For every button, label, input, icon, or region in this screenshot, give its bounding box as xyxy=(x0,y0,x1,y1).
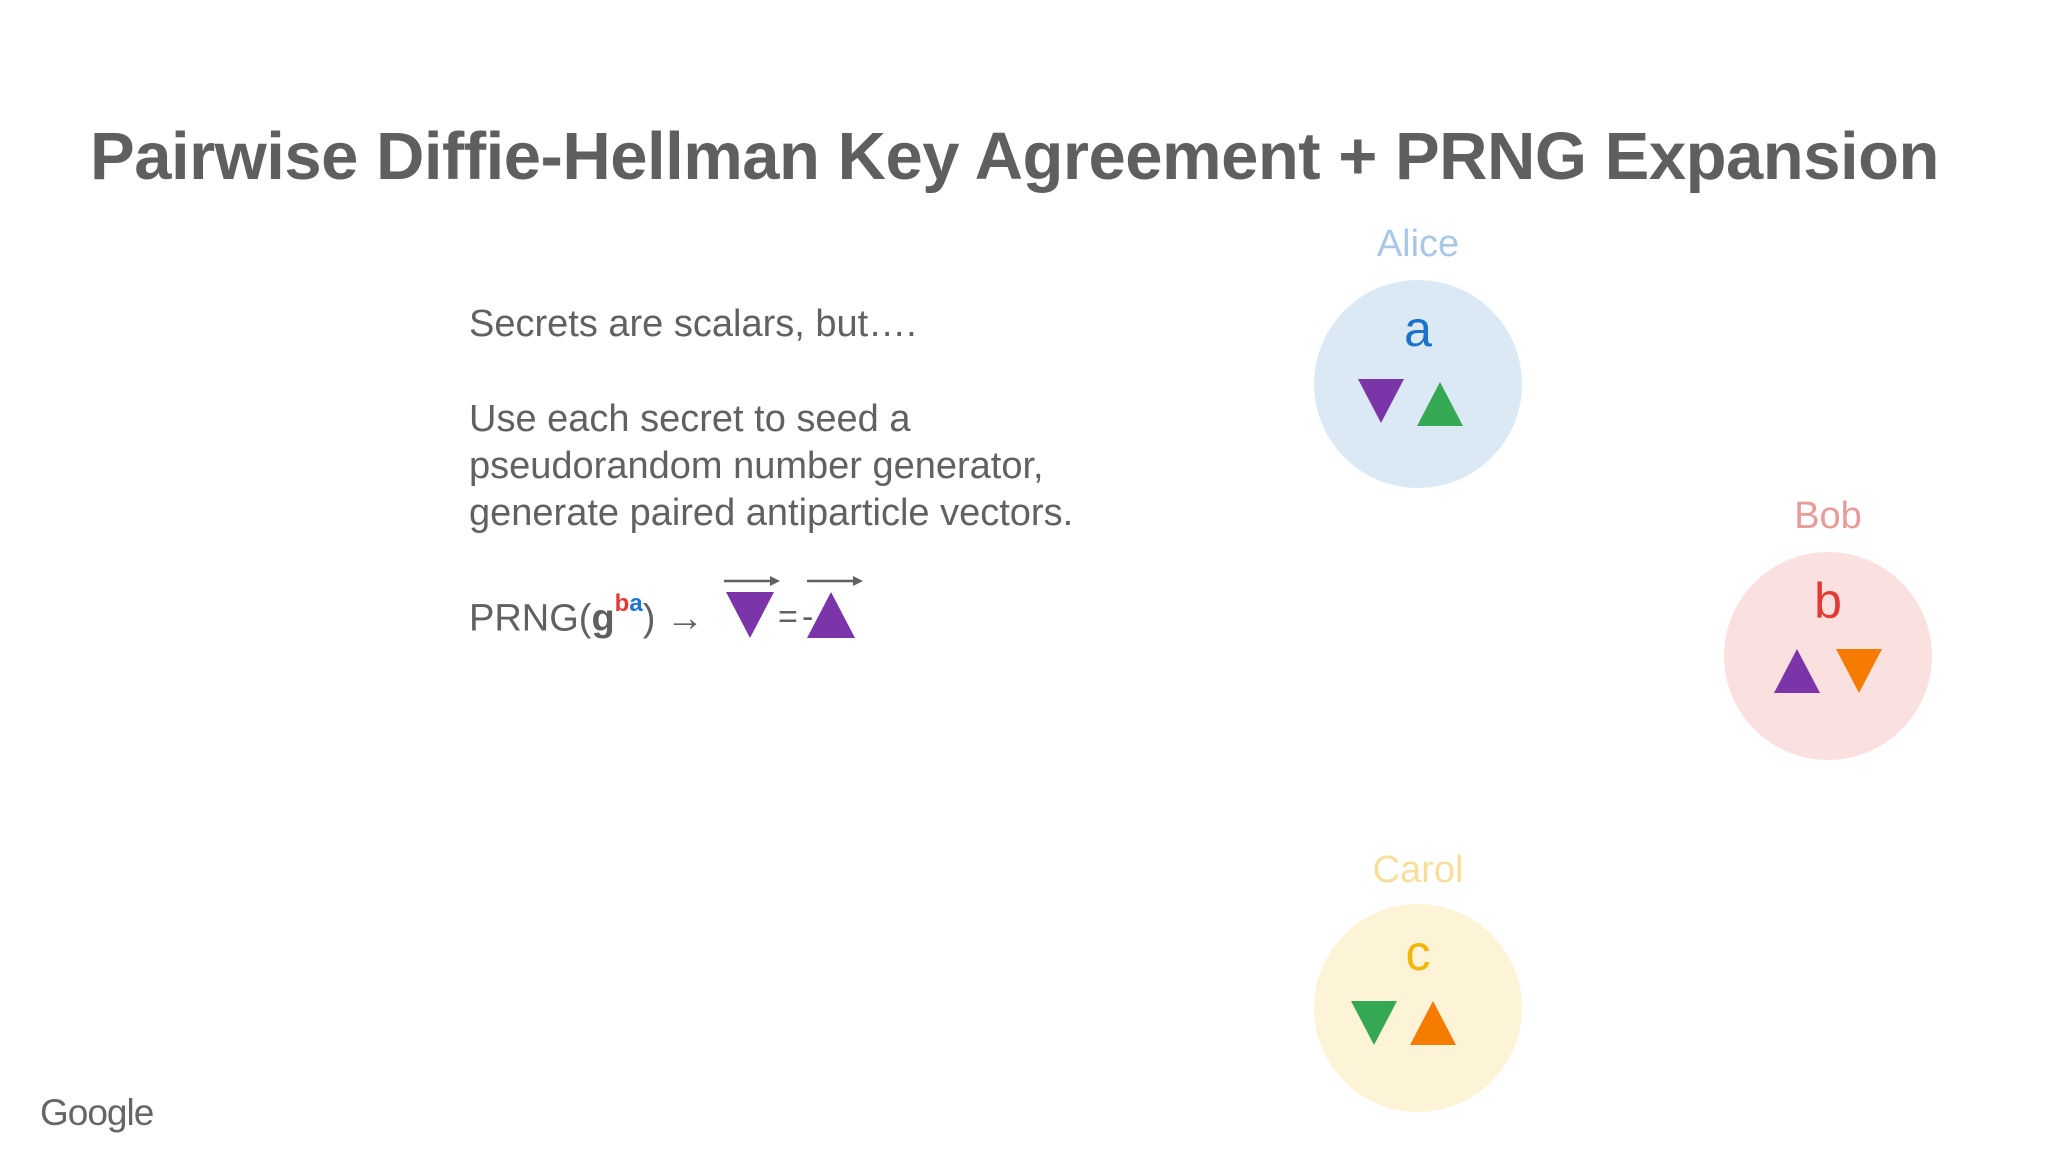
formula-prefix: PRNG( xyxy=(469,597,592,640)
formula-base: g xyxy=(591,597,615,640)
alice-node: a xyxy=(1314,280,1522,488)
explanation-line: generate paired antiparticle vectors. xyxy=(469,492,1074,534)
green-down-triangle-icon xyxy=(1351,1001,1397,1045)
formula-equals: = xyxy=(778,598,798,636)
purple-up-triangle-icon xyxy=(807,592,855,638)
prng-formula: PRNG(gba) → = - xyxy=(469,576,909,640)
formula-exponent-a: a xyxy=(629,590,643,617)
formula-suffix: ) xyxy=(642,597,656,640)
bob-triangles xyxy=(1774,649,1882,693)
formula-arrow: → xyxy=(665,597,704,640)
carol-name: Carol xyxy=(1372,849,1464,891)
google-logo: Google xyxy=(40,1092,154,1133)
carol-triangles xyxy=(1351,1001,1456,1045)
green-up-triangle-icon xyxy=(1417,382,1463,426)
orange-down-triangle-icon xyxy=(1836,649,1882,693)
bob-secret: b xyxy=(1814,573,1842,629)
formula-expression: PRNG(gba) → xyxy=(469,580,704,649)
bob-node: b xyxy=(1724,552,1932,760)
explanation-line: pseudorandom number generator, xyxy=(469,445,1044,487)
explanation-text: Use each secret to seed a pseudorandom n… xyxy=(469,396,1073,537)
alice-triangles xyxy=(1358,379,1463,426)
formula-minus: - xyxy=(802,598,813,636)
carol-node: c xyxy=(1314,904,1522,1112)
purple-down-triangle-icon xyxy=(726,592,774,638)
slide-title: Pairwise Diffie-Hellman Key Agreement + … xyxy=(90,119,1939,194)
explanation-line: Use each secret to seed a xyxy=(469,398,911,440)
orange-up-triangle-icon xyxy=(1410,1001,1456,1045)
vector-equation: = - xyxy=(724,576,863,638)
purple-up-triangle-icon xyxy=(1774,649,1820,693)
carol-secret: c xyxy=(1405,925,1431,981)
formula-exponent-b: b xyxy=(614,590,630,617)
alice-name: Alice xyxy=(1376,223,1460,265)
bob-name: Bob xyxy=(1794,495,1862,537)
purple-down-triangle-icon xyxy=(1358,379,1404,423)
alice-secret: a xyxy=(1404,301,1432,357)
intro-text: Secrets are scalars, but…. xyxy=(469,303,917,345)
